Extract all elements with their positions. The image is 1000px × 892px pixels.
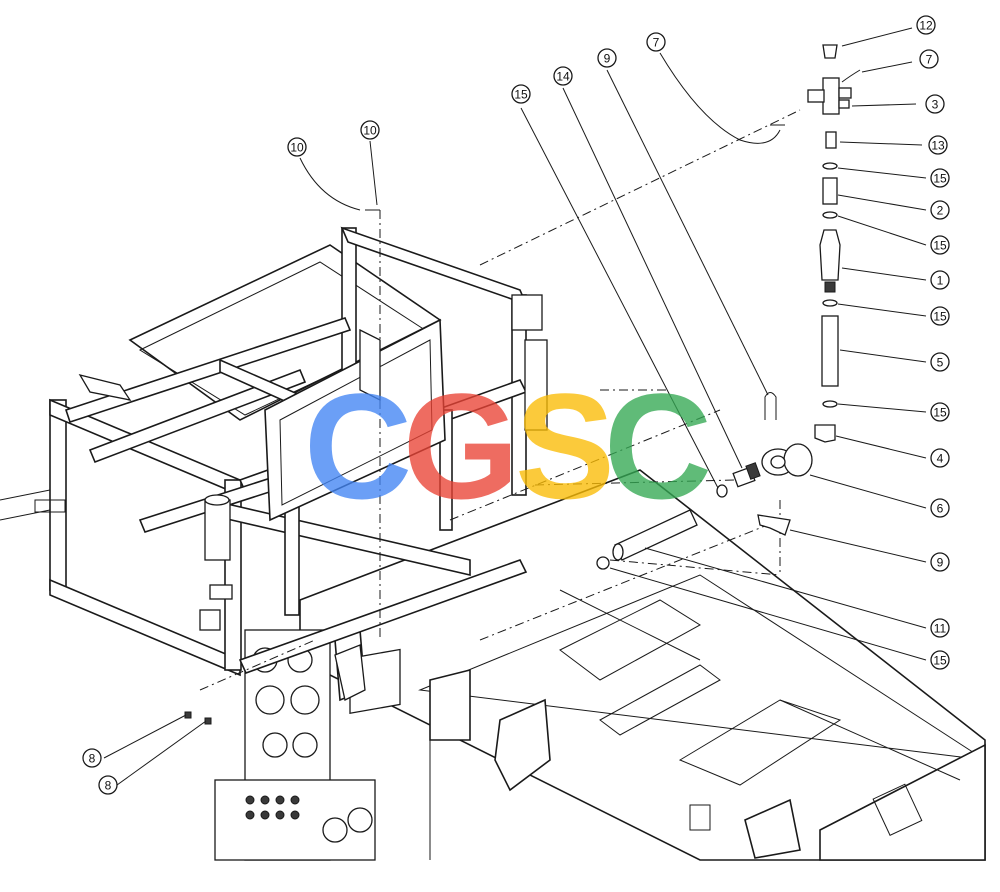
callout-label: 15	[933, 654, 947, 668]
callout-c8a: 8	[82, 748, 102, 768]
callout-label: 9	[937, 556, 944, 570]
callout-c10b: 10	[360, 120, 380, 140]
assembly-lines	[199, 109, 801, 691]
callout-circle	[511, 84, 531, 104]
callout-circle	[287, 137, 307, 157]
main-frame	[0, 226, 548, 677]
callout-label: 1	[937, 274, 944, 288]
callout-c10a: 10	[287, 137, 307, 157]
callout-circle	[930, 270, 950, 290]
callout-circle	[930, 650, 950, 670]
callout-label: 11	[934, 622, 947, 636]
callout-label: 8	[89, 752, 96, 766]
callout-c15f: 15	[511, 84, 531, 104]
watermark-letter: C	[304, 362, 412, 530]
callout-c11: 11	[930, 618, 950, 638]
callout-circle	[930, 448, 950, 468]
part-1-valve	[819, 229, 841, 281]
callout-label: 15	[933, 239, 947, 253]
callout-circle	[930, 402, 950, 422]
callout-c7b: 7	[646, 32, 666, 52]
valve-stack	[184, 44, 861, 725]
callout-label: 10	[363, 124, 377, 138]
part-9-ubolt	[764, 392, 777, 420]
callout-circle	[930, 200, 950, 220]
callout-label: 7	[653, 36, 660, 50]
callout-circle	[928, 135, 948, 155]
callout-c3: 3	[925, 94, 945, 114]
callout-c13: 13	[928, 135, 948, 155]
callout-label: 13	[931, 139, 945, 153]
callout-circle	[646, 32, 666, 52]
callout-circle	[930, 235, 950, 255]
part-5-tube	[821, 315, 839, 387]
callout-c6: 6	[930, 498, 950, 518]
leader-lines	[103, 27, 927, 786]
callout-circle	[98, 775, 118, 795]
callout-circle	[360, 120, 380, 140]
callout-circle	[82, 748, 102, 768]
callout-c15e: 15	[930, 650, 950, 670]
callout-c7a: 7	[919, 49, 939, 69]
callout-c1: 1	[930, 270, 950, 290]
callout-circle	[919, 49, 939, 69]
callout-c4: 4	[930, 448, 950, 468]
part-12-cap	[822, 44, 838, 59]
callout-c15d: 15	[930, 402, 950, 422]
watermark-letter: C	[604, 362, 712, 530]
callout-c2: 2	[930, 200, 950, 220]
watermark-letter: G	[403, 362, 520, 530]
callout-c8b: 8	[98, 775, 118, 795]
callout-circle	[925, 94, 945, 114]
part-3-tee	[822, 77, 840, 115]
callout-label: 12	[919, 19, 933, 33]
callout-circle	[553, 66, 573, 86]
callout-c15a: 15	[930, 168, 950, 188]
callout-circle	[930, 618, 950, 638]
callout-label: 6	[937, 502, 944, 516]
callout-label: 8	[105, 779, 112, 793]
part-2-spacer	[822, 177, 838, 205]
callout-circle	[930, 498, 950, 518]
part-14-fitting	[732, 462, 761, 488]
callout-circle	[597, 48, 617, 68]
callout-label: 10	[290, 141, 304, 155]
part-15-washer	[822, 162, 838, 170]
callout-label: 15	[933, 172, 947, 186]
part-7-hose	[841, 69, 861, 83]
callout-c9a: 9	[930, 552, 950, 572]
callout-circle	[930, 552, 950, 572]
manifold-holes	[245, 795, 300, 820]
callout-label: 7	[926, 53, 933, 67]
callout-circle	[930, 168, 950, 188]
callout-label: 15	[933, 406, 947, 420]
watermark-letter: S	[515, 362, 615, 530]
callout-label: 4	[937, 452, 944, 466]
callout-c15c: 15	[930, 306, 950, 326]
callout-label: 2	[937, 204, 944, 218]
part-13-nipple	[825, 131, 837, 149]
callout-label: 5	[937, 356, 944, 370]
part-6-clamp	[761, 443, 813, 477]
callout-label: 9	[604, 52, 611, 66]
callout-c12: 12	[916, 15, 936, 35]
callout-label: 3	[932, 98, 939, 112]
callout-label: 15	[514, 88, 528, 102]
callout-label: 14	[556, 70, 570, 84]
callout-circle	[930, 352, 950, 372]
callout-c15b: 15	[930, 235, 950, 255]
callout-c9b: 9	[597, 48, 617, 68]
part-9-bracket	[757, 514, 791, 536]
callout-c5: 5	[930, 352, 950, 372]
callout-circle	[930, 306, 950, 326]
callout-label: 15	[933, 310, 947, 324]
part-4-elbow	[814, 424, 836, 443]
callout-bubbles: 12 7 3 13 15 2 15 1 15 5 15 4 6 9 11 15 15 14 9 7 10 10 88	[82, 15, 950, 795]
callout-circle	[916, 15, 936, 35]
callout-c14: 14	[553, 66, 573, 86]
